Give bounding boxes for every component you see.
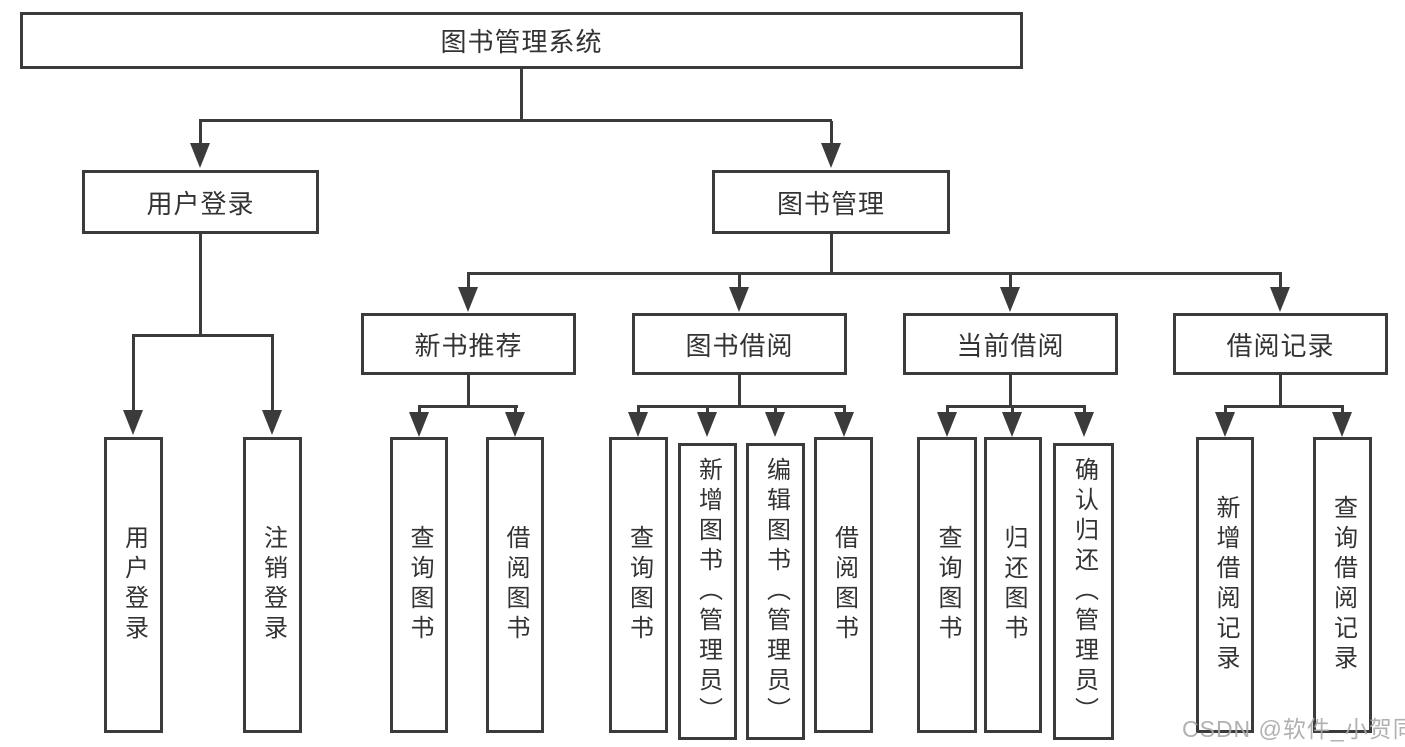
edge-new-book-stem-line (467, 374, 470, 408)
arrow-to-leaf-login-icon (123, 410, 143, 435)
leaf-br-add-record-label: 新增借阅记录 (1212, 495, 1239, 675)
arrow-to-borrow-records-icon (1270, 287, 1290, 312)
edge-to-current-borrow-line (1009, 274, 1012, 288)
leaf-bb-add-books-admin-label: 新增图书（管理员） (694, 456, 722, 727)
leaf-bb-query-books-label: 查询图书 (625, 525, 653, 645)
edge-borrow-records-stem-line (1279, 374, 1282, 408)
edge-borrow-records-rail-line (1224, 405, 1344, 408)
leaf-bb-query-books: 查询图书 (609, 437, 668, 733)
edge-user-login-stem-line (199, 233, 202, 337)
node-book-borrow: 图书借阅 (632, 313, 847, 375)
edge-to-new-book-line (467, 274, 470, 288)
edge-to-leaf-logout-line (271, 336, 274, 411)
leaf-bb-borrow-books: 借阅图书 (814, 437, 873, 733)
node-book-management-label: 图书管理 (776, 188, 885, 219)
edge-bb-leaf3-line (774, 407, 777, 413)
node-user-login: 用户登录 (82, 170, 319, 234)
leaf-logout-label: 注销登录 (259, 525, 287, 645)
arrow-to-new-book-icon (458, 287, 478, 312)
node-book-management: 图书管理 (712, 170, 950, 234)
edge-nb-leaf1-line (418, 407, 421, 413)
edge-nb-leaf2-line (514, 407, 517, 413)
edge-current-borrow-rail-line (946, 405, 1086, 408)
leaf-bb-edit-books-admin: 编辑图书（管理员） (746, 443, 805, 740)
arrow-nb-leaf1-icon (409, 412, 429, 437)
edge-cb-leaf2-line (1011, 407, 1014, 413)
arrow-bb-leaf2-icon (697, 412, 717, 437)
edge-bb-leaf4-line (843, 407, 846, 413)
arrow-to-leaf-logout-icon (262, 410, 282, 435)
edge-br-leaf2-line (1341, 407, 1344, 413)
arrow-bb-leaf3-icon (765, 412, 785, 437)
arrow-to-user-login-icon (190, 143, 210, 168)
leaf-cb-confirm-return-admin: 确认归还（管理员） (1053, 443, 1114, 740)
edge-to-user-login-line (199, 121, 202, 145)
arrow-to-current-borrow-icon (1000, 287, 1020, 312)
node-current-borrow-label: 当前借阅 (956, 330, 1065, 361)
leaf-br-add-record: 新增借阅记录 (1196, 437, 1254, 733)
edge-book-borrow-rail-line (637, 405, 846, 408)
edge-book-borrow-stem-line (738, 374, 741, 408)
leaf-br-query-record: 查询借阅记录 (1313, 437, 1372, 733)
edge-current-borrow-stem-line (1009, 374, 1012, 408)
edge-to-borrow-records-line (1279, 274, 1282, 288)
arrow-cb-leaf3-icon (1074, 412, 1094, 437)
leaf-cb-confirm-return-admin-label: 确认归还（管理员） (1070, 456, 1098, 727)
node-current-borrow: 当前借阅 (903, 313, 1118, 375)
edge-cb-leaf1-line (946, 407, 949, 413)
node-borrow-records-label: 借阅记录 (1226, 330, 1335, 361)
leaf-cb-query-books-label: 查询图书 (934, 525, 961, 645)
arrow-nb-leaf2-icon (505, 412, 525, 437)
edge-user-login-rail-line (132, 334, 274, 337)
node-root-label: 图书管理系统 (440, 27, 603, 57)
edge-bb-leaf2-line (706, 407, 709, 413)
edge-level2-rail-line (199, 119, 832, 122)
node-new-book-recommend: 新书推荐 (361, 313, 576, 375)
leaf-cb-query-books: 查询图书 (917, 437, 977, 733)
arrow-bb-leaf1-icon (628, 412, 648, 437)
edge-br-leaf1-line (1224, 407, 1227, 413)
edge-new-book-rail-line (418, 405, 518, 408)
leaf-nb-borrow-books: 借阅图书 (486, 437, 544, 733)
arrow-bb-leaf4-icon (834, 412, 854, 437)
edge-cb-leaf3-line (1083, 407, 1086, 413)
leaf-nb-query-books-label: 查询图书 (406, 525, 433, 645)
edge-to-book-mgmt-line (830, 121, 833, 145)
node-book-borrow-label: 图书借阅 (685, 330, 794, 361)
leaf-nb-borrow-books-label: 借阅图书 (502, 525, 529, 645)
edge-root-stem-line (520, 68, 523, 119)
leaf-br-query-record-label: 查询借阅记录 (1329, 495, 1357, 675)
edge-book-mgmt-stem-line (830, 233, 833, 273)
arrow-br-leaf2-icon (1332, 412, 1352, 437)
node-user-login-label: 用户登录 (146, 188, 255, 219)
csdn-watermark: CSDN @软件_小贺同学 (1182, 716, 1405, 742)
leaf-user-login-label: 用户登录 (120, 525, 148, 645)
leaf-bb-add-books-admin: 新增图书（管理员） (678, 443, 737, 740)
node-root-library-system: 图书管理系统 (20, 12, 1023, 69)
arrow-cb-leaf2-icon (1002, 412, 1022, 437)
leaf-logout: 注销登录 (243, 437, 302, 733)
leaf-user-login: 用户登录 (104, 437, 163, 733)
edge-bb-leaf1-line (637, 407, 640, 413)
leaf-cb-return-books-label: 归还图书 (1000, 525, 1027, 645)
leaf-nb-query-books: 查询图书 (390, 437, 448, 733)
leaf-bb-borrow-books-label: 借阅图书 (830, 525, 858, 645)
arrow-br-leaf1-icon (1215, 412, 1235, 437)
node-new-book-recommend-label: 新书推荐 (414, 330, 523, 361)
edge-level3-rail-line (467, 272, 1282, 275)
edge-to-book-borrow-line (738, 274, 741, 288)
arrow-to-book-borrow-icon (729, 287, 749, 312)
leaf-bb-edit-books-admin-label: 编辑图书（管理员） (762, 456, 790, 727)
edge-to-leaf-login-line (132, 336, 135, 411)
node-borrow-records: 借阅记录 (1173, 313, 1388, 375)
arrow-cb-leaf1-icon (937, 412, 957, 437)
leaf-cb-return-books: 归还图书 (984, 437, 1042, 733)
arrow-to-book-mgmt-icon (821, 143, 841, 168)
